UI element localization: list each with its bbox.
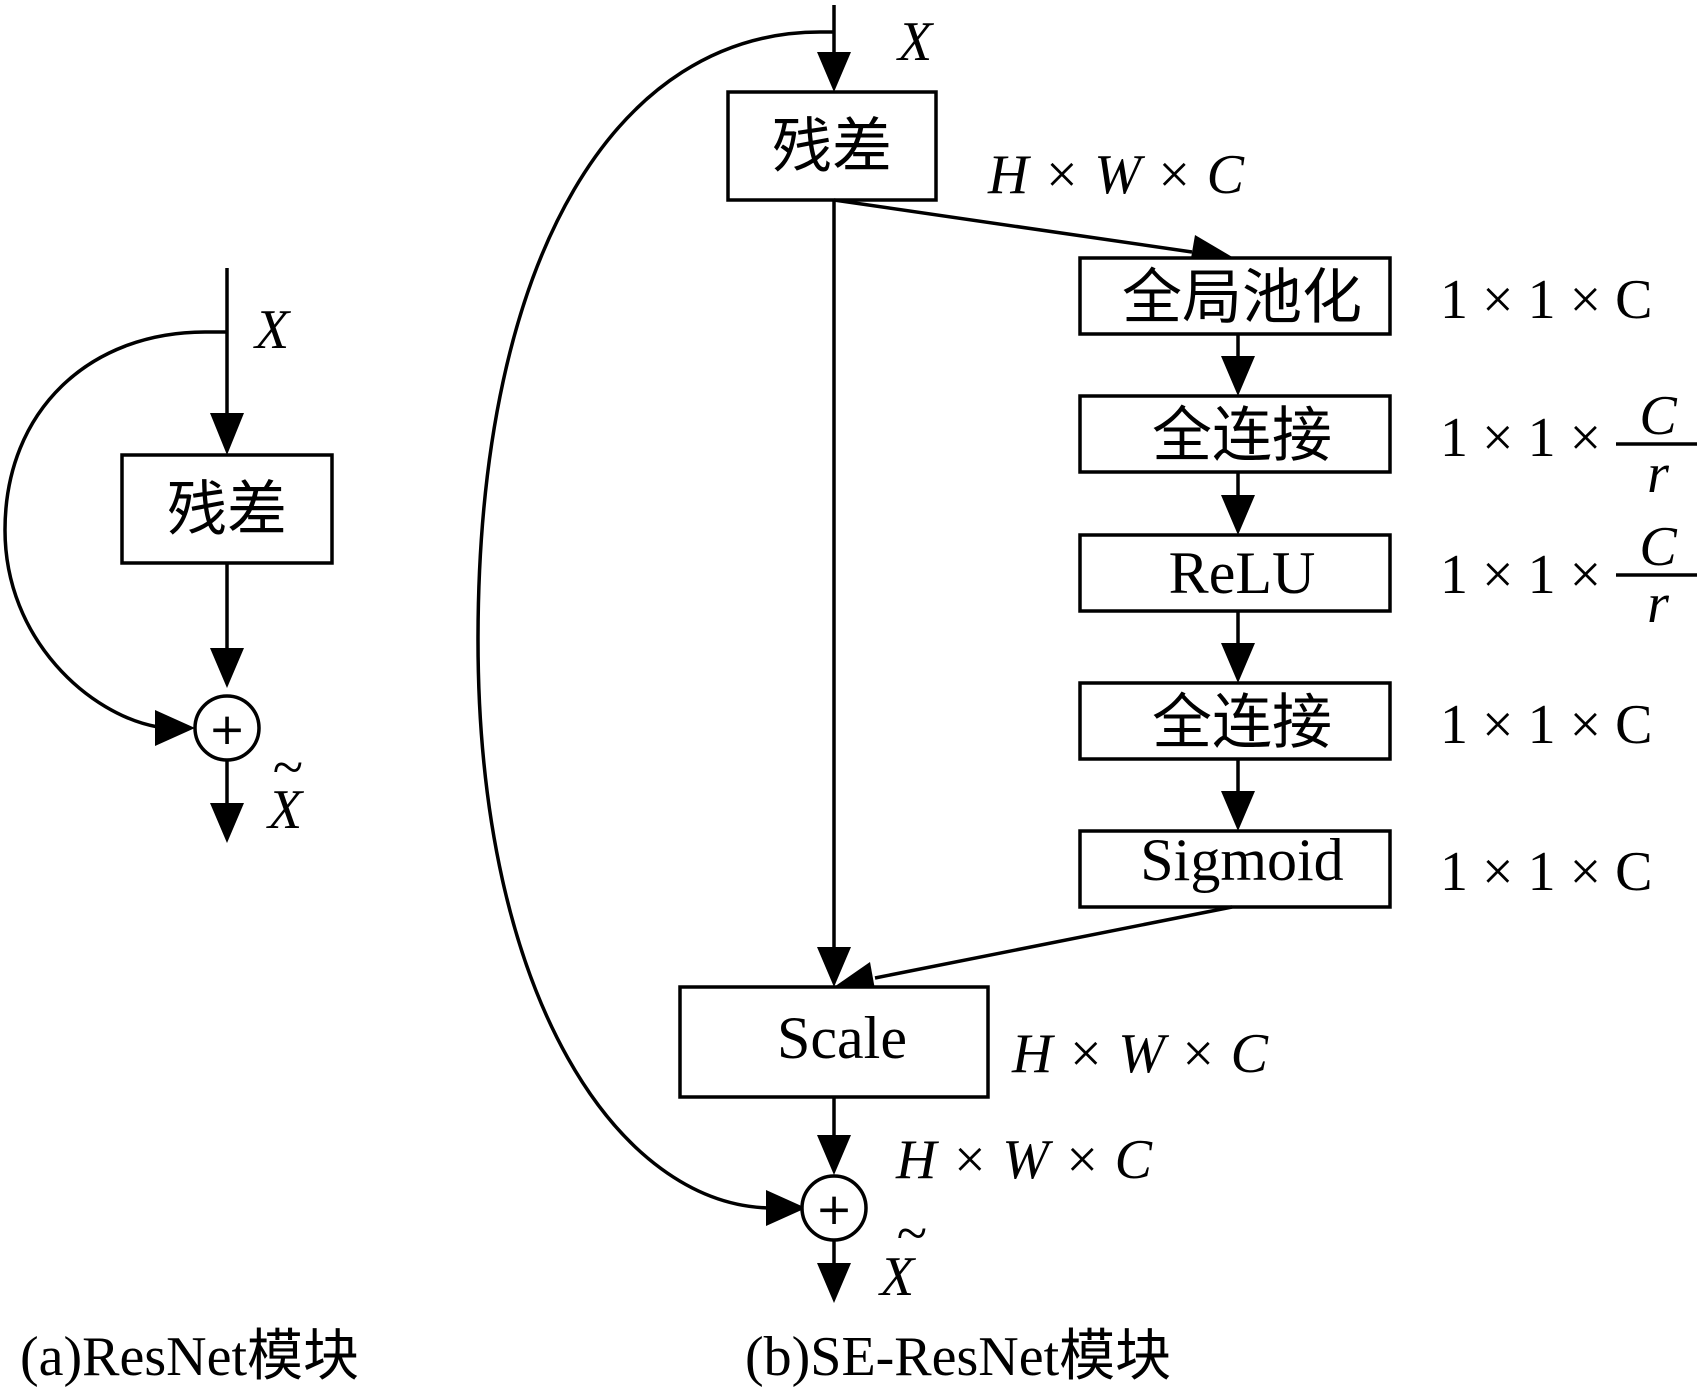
b-residual-label: 残差: [772, 112, 892, 182]
b-sum-dim: H × W × C: [895, 1129, 1153, 1191]
se-block-global-pool-dim: 1 × 1 × C: [1440, 269, 1653, 331]
b-output-label: X: [878, 1246, 917, 1308]
se-block-relu-dim-den: r: [1647, 573, 1669, 635]
se-block-fc1: [1078, 394, 1392, 474]
b-sum-symbol: +: [816, 1184, 853, 1235]
se-block-fc1-dim-den: r: [1647, 443, 1669, 505]
a-output-tilde: ~: [272, 737, 302, 799]
a-input-arrowhead: [210, 413, 244, 455]
b-main-arrowhead: [817, 947, 851, 987]
b-input-arrowhead: [817, 52, 851, 92]
se-block-fc1-dim-prefix: 1 × 1 ×: [1440, 407, 1601, 469]
a-sum-arrowhead: [210, 648, 244, 688]
se-arrow-2-head: [1221, 495, 1255, 535]
b-output-tilde: ~: [896, 1203, 926, 1265]
se-block-global-pool-label: 全局池化: [1122, 263, 1362, 333]
b-residual-box: [726, 90, 938, 202]
se-block-fc1-label: 全连接: [1152, 401, 1332, 471]
se-arrow-1-head: [1221, 356, 1255, 396]
b-branch-line: [833, 198, 1193, 254]
a-caption: (a)ResNet模块: [20, 1326, 359, 1388]
se-block-relu-dim-num: C: [1639, 516, 1677, 578]
a-residual-label: 残差: [167, 475, 287, 545]
b-input-label: X: [896, 11, 935, 73]
se-block-fc1-dim-num: C: [1639, 385, 1677, 447]
b-skip-arrowhead: [766, 1190, 806, 1226]
b-residual-dim: H × W × C: [987, 144, 1245, 206]
se-block-fc2: [1078, 681, 1392, 761]
a-output-label: X: [266, 779, 305, 841]
b-caption: (b)SE-ResNet模块: [745, 1326, 1171, 1388]
se-block-relu: [1078, 533, 1392, 613]
se-block-fc2-label: 全连接: [1152, 688, 1332, 758]
b-sigmoid-to-scale-line: [874, 905, 1233, 980]
a-output-arrowhead: [210, 803, 244, 843]
se-block-relu-dim-prefix: 1 × 1 ×: [1440, 544, 1601, 606]
se-block-global-pool: [1078, 256, 1392, 336]
se-block-sigmoid-dim: 1 × 1 × C: [1440, 841, 1653, 903]
b-scale-box: [678, 985, 990, 1099]
b-scale-to-sum-arrowhead: [817, 1135, 851, 1175]
se-block-fc2-dim: 1 × 1 × C: [1440, 694, 1653, 756]
se-block-sigmoid-label: Sigmoid: [1140, 827, 1343, 893]
panel-b-se-resnet: X 残差 H × W × C 全局池化 1 × 1 × C 全连接 1 × 1 …: [476, 5, 1697, 1388]
a-input-label: X: [253, 299, 292, 361]
a-skip-connection: [3, 330, 227, 729]
b-output-arrowhead: [817, 1263, 851, 1303]
panel-a-resnet: X 残差 + ~ X (a)ResNet模块: [3, 268, 359, 1388]
b-scale-label: Scale: [777, 1005, 907, 1071]
b-skip-connection: [476, 30, 834, 1210]
b-scale-dim: H × W × C: [1011, 1023, 1269, 1085]
a-skip-arrowhead: [155, 710, 195, 746]
se-arrow-3-head: [1221, 643, 1255, 683]
se-block-relu-label: ReLU: [1169, 540, 1316, 606]
a-sum-symbol: +: [209, 704, 246, 755]
se-arrow-4-head: [1221, 791, 1255, 831]
se-block-sigmoid: [1078, 829, 1392, 909]
